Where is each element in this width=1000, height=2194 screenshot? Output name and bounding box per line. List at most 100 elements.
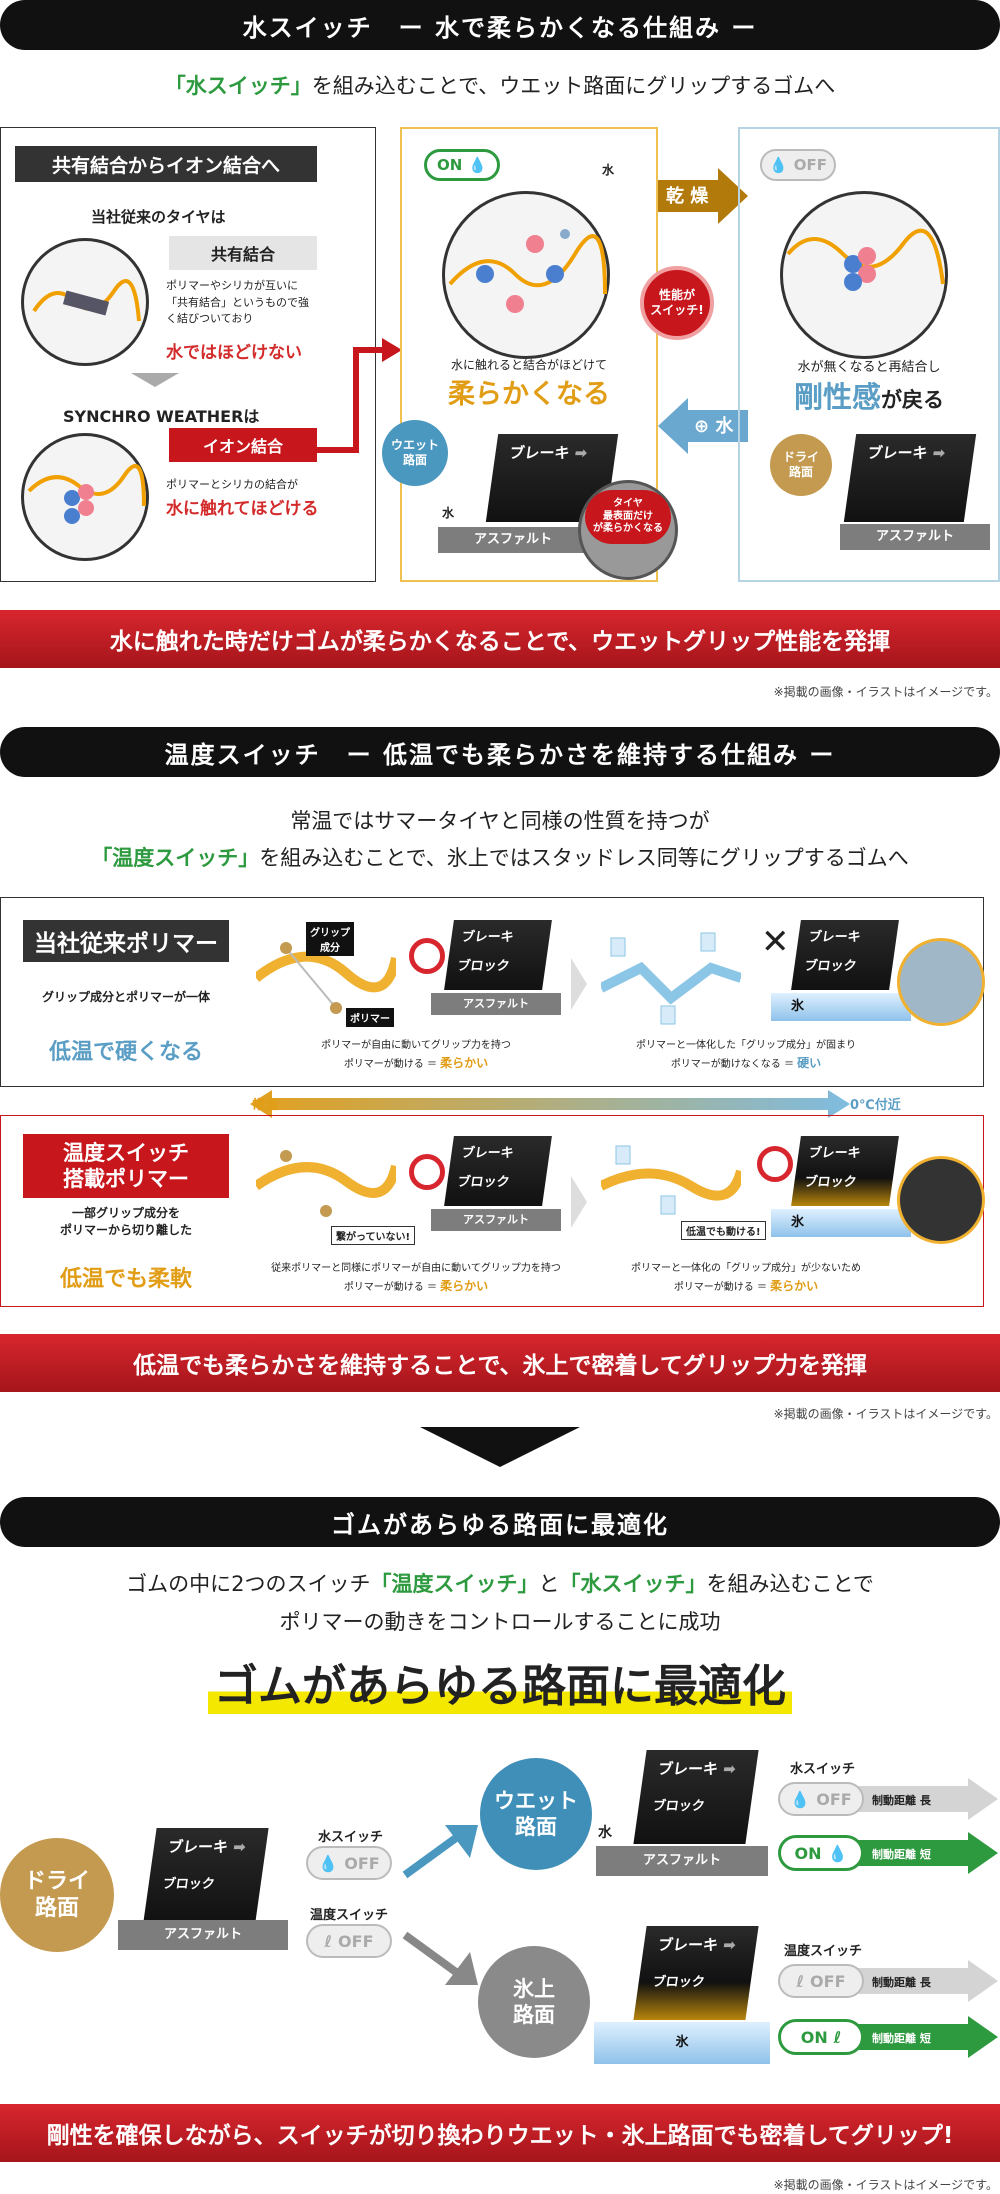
wet-molecule-diagram — [442, 191, 610, 359]
covalent-tag: 共有結合 — [169, 236, 317, 270]
icy-temp-switch-label: 温度スイッチ — [784, 1944, 863, 1959]
water-switch-lead: 「水スイッチ」を組み込むことで、ウエット路面にグリップするゴムへ — [164, 74, 836, 98]
conventional-polymer-diagram — [256, 942, 396, 1014]
wet-big-text: 柔らかくなる — [448, 379, 610, 410]
conventional-label: 当社従来のタイヤは — [91, 208, 226, 226]
ion-bond-panel: 共有結合からイオン結合へ 当社従来のタイヤは 共有結合 ポリマーやシリカが互いに… — [0, 127, 376, 582]
down-right-arrow-icon — [402, 1931, 478, 1985]
conv-cold-tire-block: ブレーキブロック — [791, 920, 899, 990]
covalent-diagram — [21, 238, 149, 366]
image-note-3: ※掲載の画像・イラストはイメージです。 — [773, 2178, 998, 2192]
dry-temp-switch-label: 温度スイッチ — [310, 1908, 389, 1923]
water-arrow: ⊕ 水 — [658, 398, 748, 454]
dry-desc: 水が無くなると再結合し — [797, 360, 941, 375]
circle-ok-icon — [757, 1146, 793, 1182]
conv-tire-block: ブレーキブロック — [444, 920, 552, 990]
synchro-label: SYNCHRO WEATHERは — [63, 407, 260, 426]
ionic-tag: イオン結合 — [169, 428, 317, 462]
icy-surface: 氷 — [594, 2022, 770, 2064]
down-triangle-icon — [420, 1427, 580, 1467]
arrow-right-icon: ➡ — [231, 1838, 248, 1856]
up-right-arrow-icon — [402, 1825, 478, 1879]
wet-water-label: 水 — [442, 506, 455, 520]
dry-big-text: 剛性感が戻る — [793, 380, 944, 414]
conv-cold-caption: ポリマーと一体化した「グリップ成分」が固まりポリマーが動けなくなる ＝ 硬い — [636, 1040, 856, 1070]
new-asphalt: アスファルト — [431, 1209, 561, 1231]
thermometer-icon: ℓ — [833, 2027, 842, 2047]
performance-switch-badge: 性能が スイッチ! — [640, 266, 714, 340]
temp-switch-polymer-title: 温度スイッチ 搭載ポリマー — [23, 1134, 229, 1198]
image-note-1: ※掲載の画像・イラストはイメージです。 — [773, 685, 998, 699]
temp-switch-polymer-panel: 温度スイッチ 搭載ポリマー 一部グリップ成分を ポリマーから切り離した 低温でも… — [0, 1115, 985, 1307]
water-drop-icon: 💧 — [827, 1843, 848, 1863]
new-ice-zoom — [897, 1156, 985, 1244]
wet-water-switch-label: 水スイッチ — [790, 1762, 856, 1777]
icy-tire-block: ブレーキ ➡ブロック — [633, 1926, 759, 2020]
temp-switch-polymer-big: 低温でも柔軟 — [59, 1267, 192, 1292]
tire-surface-bubble: タイヤ 最表面だけ が柔らかくなる — [585, 490, 671, 544]
room-temp-label: 常温 — [252, 1098, 279, 1113]
arrow-right-icon: ➡ — [721, 1760, 738, 1778]
water-switch-header: 水スイッチ ー 水で柔らかくなる仕組み ー — [0, 0, 1000, 50]
icy-road-circle: 氷上 路面 — [478, 1946, 590, 2058]
disconnected-tag: 繋がっていない! — [331, 1226, 416, 1245]
zero-temp-label: 0℃付近 — [850, 1098, 901, 1113]
wet-water-label: 水 — [598, 1825, 612, 1841]
all-road-lead-2: ポリマーの動きをコントロールすることに成功 — [279, 1610, 721, 1634]
water-drop-icon: 💧 — [790, 1789, 811, 1809]
chevron-right-icon — [571, 958, 587, 1010]
thermometer-icon: ℓ — [324, 1931, 333, 1951]
wet-off-distance-long: 💧OFF 制動距離 長 — [778, 1778, 1000, 1820]
circle-ok-icon — [409, 938, 445, 974]
ionic-desc: ポリマーとシリカの結合が — [166, 478, 298, 491]
wet-tire-block: ブレーキ ➡ブロック — [633, 1750, 759, 1844]
dry-arrow: 乾 燥 — [658, 168, 748, 224]
water-drop-icon: 💧 — [468, 156, 487, 174]
wet-asphalt: アスファルト — [596, 1846, 768, 1876]
water-drop-icon: 💧 — [318, 1853, 339, 1873]
down-arrow-icon — [131, 373, 179, 387]
all-road-header: ゴムがあらゆる路面に最適化 — [0, 1497, 1000, 1547]
new-ice-surface: 氷 — [771, 1209, 911, 1237]
wet-road-circle: ウエット 路面 — [480, 1758, 592, 1870]
conventional-cold-diagram — [601, 932, 741, 1025]
dry-road-circle: ドライ 路面 — [0, 1838, 114, 1952]
new-tire-block: ブレーキブロック — [444, 1136, 552, 1206]
conventional-polymer-big: 低温で硬くなる — [48, 1040, 203, 1065]
temp-switch-summary: 低温でも柔らかさを維持することで、氷上で密着してグリップ力を発揮 — [0, 1334, 1000, 1392]
conv-ice-zoom — [897, 938, 985, 1026]
wet-on-distance-short: ON💧 制動距離 短 — [778, 1832, 1000, 1874]
polymer-tag: ポリマー — [346, 1008, 394, 1027]
new-cold-tire-block: ブレーキブロック — [791, 1136, 899, 1206]
all-road-big-title: ゴムがあらゆる路面に最適化 — [0, 1650, 1000, 1714]
wet-desc: 水に触れると結合がほどけて — [450, 358, 607, 372]
arrow-right-icon: ➡ — [573, 444, 589, 462]
conventional-polymer-title: 当社従来ポリマー — [23, 920, 229, 962]
water-switch-off-badge: 💧OFF — [760, 149, 836, 181]
ionic-diagram — [21, 433, 149, 561]
image-note-2: ※掲載の画像・イラストはイメージです。 — [773, 1407, 998, 1421]
conv-room-caption: ポリマーが自由に動いてグリップ力を持つポリマーが動ける ＝ 柔らかい — [321, 1040, 511, 1070]
water-switch-summary: 水に触れた時だけゴムが柔らかくなることで、ウエットグリップ性能を発揮 — [0, 610, 1000, 668]
thermometer-icon: ℓ — [796, 1971, 805, 1991]
wet-asphalt: アスファルト — [438, 527, 588, 553]
grip-component-tag: グリップ 成分 — [306, 922, 354, 956]
new-polymer-diagram — [256, 1150, 396, 1217]
water-drop-icon: 💧 — [769, 156, 788, 174]
x-mark-icon: ✕ — [761, 922, 790, 962]
temp-switch-polymer-desc: 一部グリップ成分を ポリマーから切り離した — [59, 1206, 192, 1237]
arrow-right-icon: ➡ — [721, 1936, 738, 1954]
ion-bond-title: 共有結合からイオン結合へ — [15, 146, 317, 182]
circle-ok-icon — [409, 1154, 445, 1190]
dry-asphalt: アスファルト — [118, 1920, 288, 1950]
covalent-note: 水ではほどけない — [166, 343, 302, 363]
arrow-right-icon: ➡ — [931, 444, 947, 462]
temp-lead-1: 常温ではサマータイヤと同様の性質を持つが — [290, 809, 710, 833]
water-label: 水 — [602, 163, 615, 177]
temp-lead-2: 「温度スイッチ」を組み込むことで、氷上ではスタッドレス同等にグリップするゴムへ — [91, 846, 909, 870]
dry-state-panel: 💧OFF 水が無くなると再結合し 剛性感が戻る ドライ 路面 ブレーキ ➡ アス… — [738, 127, 1000, 582]
dry-road-badge: ドライ 路面 — [770, 434, 832, 496]
